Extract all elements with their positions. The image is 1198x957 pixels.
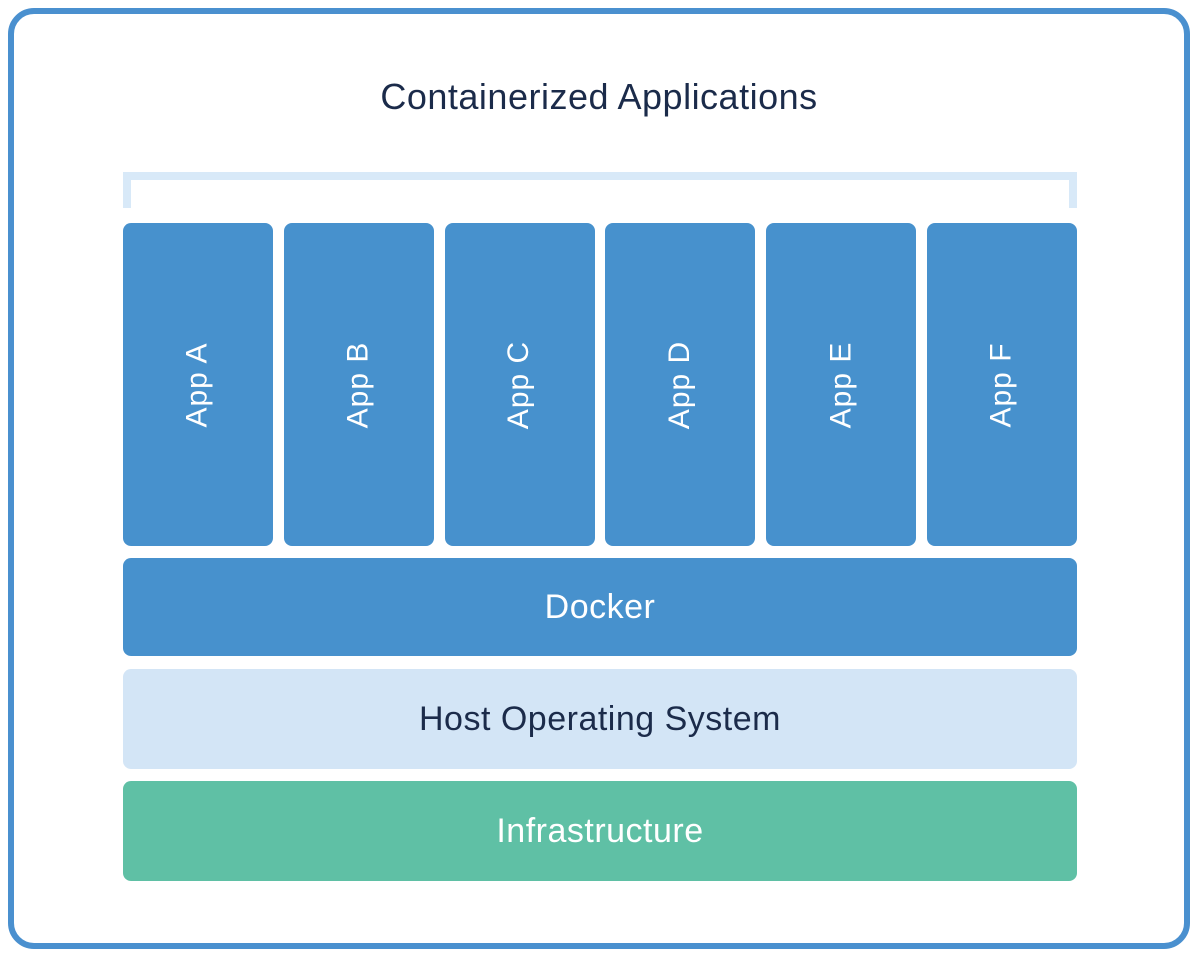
apps-group-bracket [123, 172, 1077, 208]
layer-stack: App A App B App C App D App E App F Dock… [123, 0, 1077, 957]
app-label-b: App B [341, 341, 375, 428]
diagram-title: Containerized Applications [380, 76, 818, 117]
app-label-a: App A [180, 341, 214, 428]
layer-host-operating-system: Host Operating System [123, 669, 1077, 769]
app-box-c: App C [444, 223, 595, 546]
apps-row: App A App B App C App D App E App F [123, 223, 1077, 546]
app-label-f: App F [984, 341, 1018, 428]
app-box-a: App A [123, 223, 273, 546]
app-box-e: App E [766, 223, 917, 546]
layer-infrastructure: Infrastructure [123, 781, 1077, 881]
app-box-b: App B [283, 223, 434, 546]
app-label-c: App C [502, 340, 536, 429]
app-box-f: App F [926, 223, 1077, 546]
app-label-d: App D [663, 340, 697, 429]
app-label-e: App E [824, 341, 858, 428]
layer-docker: Docker [123, 558, 1077, 656]
app-box-d: App D [605, 223, 756, 546]
